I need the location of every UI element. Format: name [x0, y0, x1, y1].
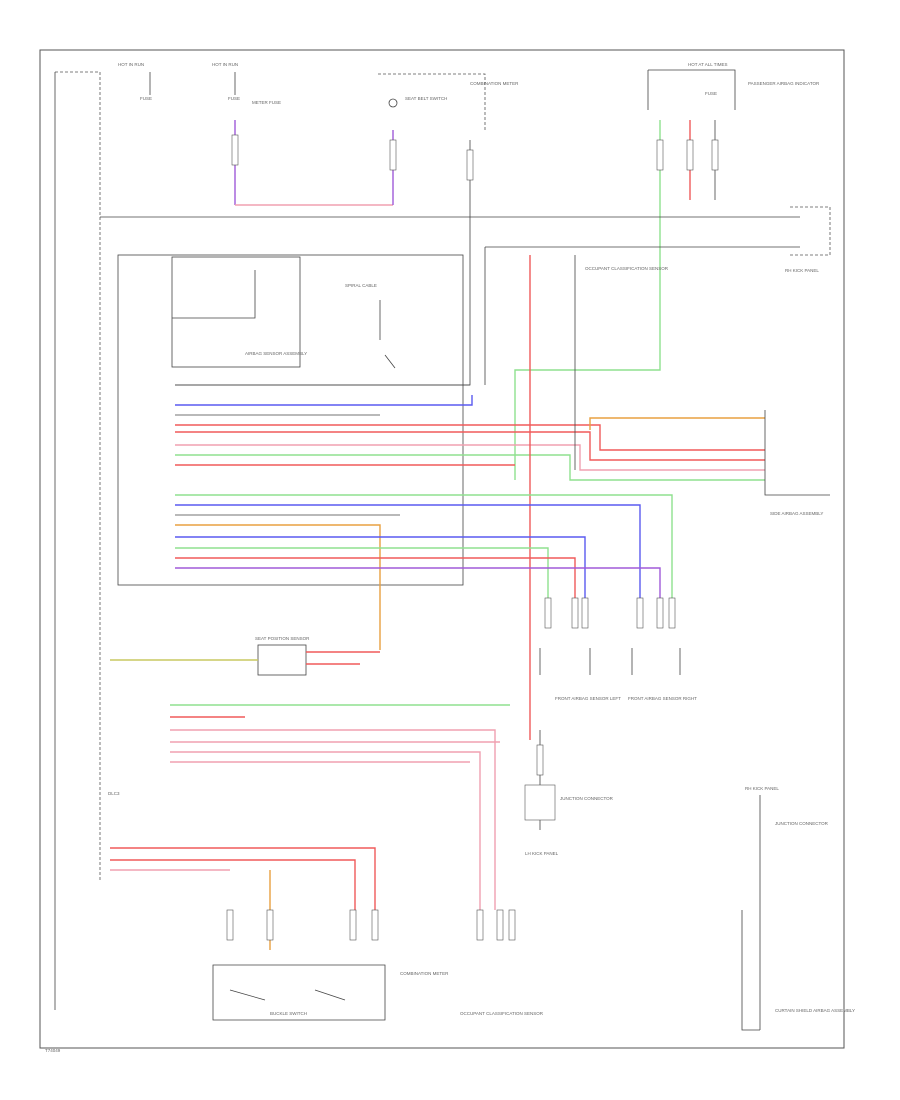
seat-belt-switch-label: SEAT BELT SWITCH [405, 96, 447, 101]
wire-orange-row2 [175, 524, 381, 650]
connector-c4 [656, 139, 664, 171]
curtain-bracket [741, 910, 760, 1031]
passenger-airbag-indicator-label: PASSENGER AIRBAG INDICATOR [748, 81, 820, 86]
spiral-cable-label: SPIRAL CABLE [345, 283, 377, 288]
occupant-classification-label: OCCUPANT CLASSIFICATION SENSOR [585, 266, 669, 271]
connector-fl2 [571, 597, 579, 629]
power-dist-top-left-label: HOT IN RUN [118, 62, 144, 67]
connector-s2 [496, 909, 504, 941]
top-right-fuse: HOT AT ALL TIMES FUSE PASSENGER AIRBAG I… [647, 62, 820, 110]
airbag-sensor-assembly-label: AIRBAG SENSOR ASSEMBLY [245, 351, 307, 356]
connector-fl1 [544, 597, 552, 629]
airbag-sub-box [171, 256, 301, 368]
fuse-mid-label: FUSE [228, 96, 240, 101]
wire-blue-row [175, 395, 473, 406]
diagram-frame [39, 49, 845, 1049]
curtain-shield-airbag-label: CURTAIN SHIELD AIRBAG ASSEMBLY [775, 1008, 855, 1013]
seat-position-sensor-label: SEAT POSITION SENSOR [255, 636, 310, 641]
left-bus [55, 71, 101, 880]
wire-pink-row [175, 444, 765, 471]
seat-belt-switch: SEAT BELT SWITCH [388, 96, 447, 108]
seat-position-sensor-box [257, 644, 307, 676]
ground-right-label: RH KICK PANEL [785, 268, 819, 273]
ground-right-top-label: RH KICK PANEL [745, 786, 779, 791]
wire-blue-row2b [175, 536, 586, 600]
wire-black-meter [175, 140, 471, 386]
connector-s1 [476, 909, 484, 941]
spiral-cable: SPIRAL CABLE [345, 283, 396, 369]
wire-red-row2 [175, 557, 576, 600]
buckle-switch-box [212, 964, 386, 1021]
connector-b1 [226, 909, 234, 941]
side-airbag-bracket [764, 410, 830, 496]
top-mid-fuse: HOT IN RUN FUSE METER FUSE [212, 62, 281, 105]
ground-left-label: LH KICK PANEL [525, 851, 559, 856]
junction-connector-box [524, 784, 556, 821]
wire-violet-row2 [175, 567, 661, 600]
wire-red-row-a [175, 424, 765, 451]
connector-c6 [711, 139, 719, 171]
wire-pink-dlc-c [170, 751, 481, 910]
wire-orange-row [589, 417, 765, 430]
junction-connector-right-label: JUNCTION CONNECTOR [775, 821, 829, 826]
internal-trace [172, 270, 256, 319]
wire-green-top-right [514, 120, 661, 480]
buckle-switch-label: BUCKLE SWITCH [270, 1011, 307, 1016]
wire-blue-row2 [175, 504, 641, 600]
connector-b3 [349, 909, 357, 941]
front-airbag-sensor-left-label: FRONT AIRBAG SENSOR LEFT [555, 696, 621, 701]
wire-green-row2 [175, 494, 673, 600]
top-left-fuse: HOT IN RUN FUSE [118, 62, 152, 101]
footer-code: T74049 [45, 1048, 61, 1053]
junction-connector-left-label: JUNCTION CONNECTOR [560, 796, 614, 801]
wire-green-row [175, 454, 765, 481]
connector-fl3 [581, 597, 589, 629]
combination-meter-box [378, 73, 486, 130]
connector-c3 [466, 149, 474, 181]
connector-b2 [266, 909, 274, 941]
wire-red-buckle [110, 847, 376, 930]
wire-green-row2b [175, 547, 549, 600]
occupant-classification-lower-label: OCCUPANT CLASSIFICATION SENSOR [460, 1011, 544, 1016]
wire-red-row-b [175, 431, 765, 461]
connector-fr1 [636, 597, 644, 629]
connector-j1 [536, 744, 544, 776]
wire-pink-dlc [170, 729, 496, 910]
connector-c2 [389, 139, 397, 171]
connector-fr3 [668, 597, 676, 629]
switch-contacts [229, 989, 346, 1001]
fuse-left-label: FUSE [140, 96, 152, 101]
connector-b4 [371, 909, 379, 941]
side-airbag-assembly-label: SIDE AIRBAG ASSEMBLY [770, 511, 823, 516]
power-dist-top-right-label: HOT AT ALL TIMES [688, 62, 728, 67]
meter-fuse-label: METER FUSE [252, 100, 281, 105]
connector-c1 [231, 134, 239, 166]
dlc-label: DLC3 [108, 791, 120, 796]
power-dist-top-mid-label: HOT IN RUN [212, 62, 238, 67]
connector-c5 [686, 139, 694, 171]
fuse-right-label: FUSE [705, 91, 717, 96]
connector-fr2 [656, 597, 664, 629]
connector-s3 [508, 909, 516, 941]
combination-meter-label: COMBINATION METER [470, 81, 519, 86]
sensor-brackets [539, 648, 681, 675]
wire-red-buckle-b [110, 859, 356, 930]
right-junction-dash [790, 206, 831, 256]
airbag-sensor-assembly-box [117, 254, 464, 586]
front-airbag-sensor-right-label: FRONT AIRBAG SENSOR RIGHT [628, 696, 697, 701]
combination-meter-lower-label: COMBINATION METER [400, 971, 449, 976]
